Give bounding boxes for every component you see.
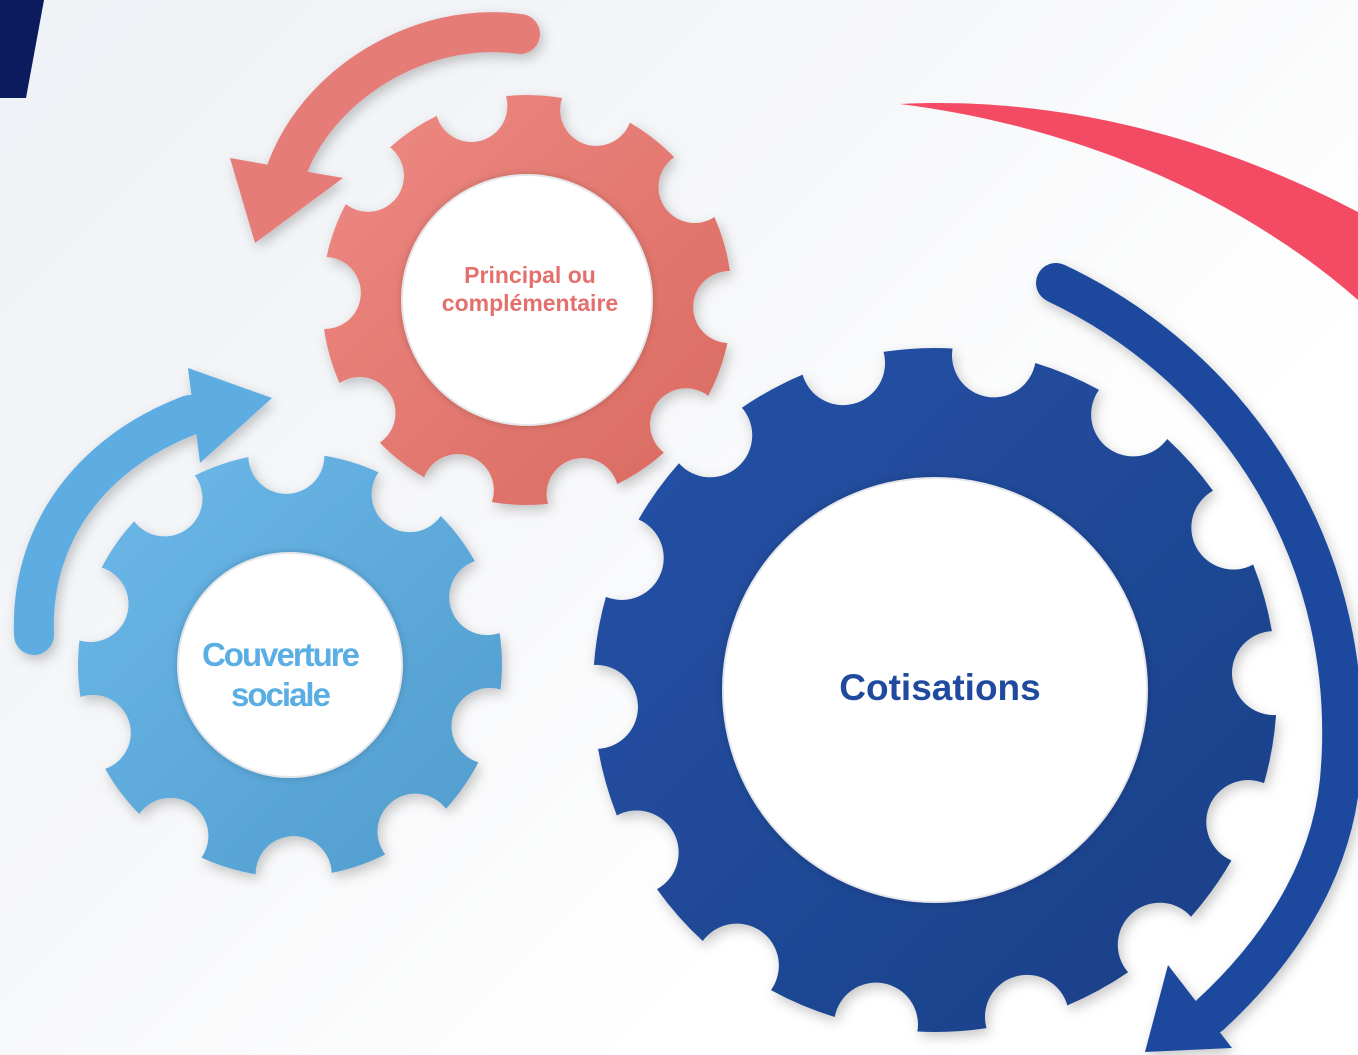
gear-label-principal-line1: Principal ou — [464, 262, 596, 288]
gear-label-principal: Principal ou complémentaire — [400, 262, 660, 317]
gear-cotisations — [593, 347, 1277, 1033]
red-rotation-arrow — [230, 12, 540, 243]
gear-principal-center — [401, 174, 653, 426]
gear-couverture-center — [177, 552, 403, 778]
gear-label-cotisations-text: Cotisations — [839, 667, 1041, 708]
gear-cotisations-center — [722, 477, 1148, 903]
right-swoosh-shape — [900, 103, 1358, 301]
corner-accent-shape — [0, 0, 44, 98]
gear-label-couverture-line1: Couverture — [201, 636, 360, 673]
gear-label-cotisations: Cotisations — [790, 666, 1090, 710]
navy-rotation-arrow — [1036, 263, 1358, 1052]
gear-label-couverture: Couverture sociale — [175, 635, 385, 716]
gear-couverture — [77, 455, 503, 875]
gear-label-principal-line2: complémentaire — [441, 289, 619, 316]
gear-label-couverture-line2: sociale — [231, 676, 331, 714]
gear-principal — [324, 94, 730, 506]
blue-rotation-arrow — [13, 368, 272, 655]
